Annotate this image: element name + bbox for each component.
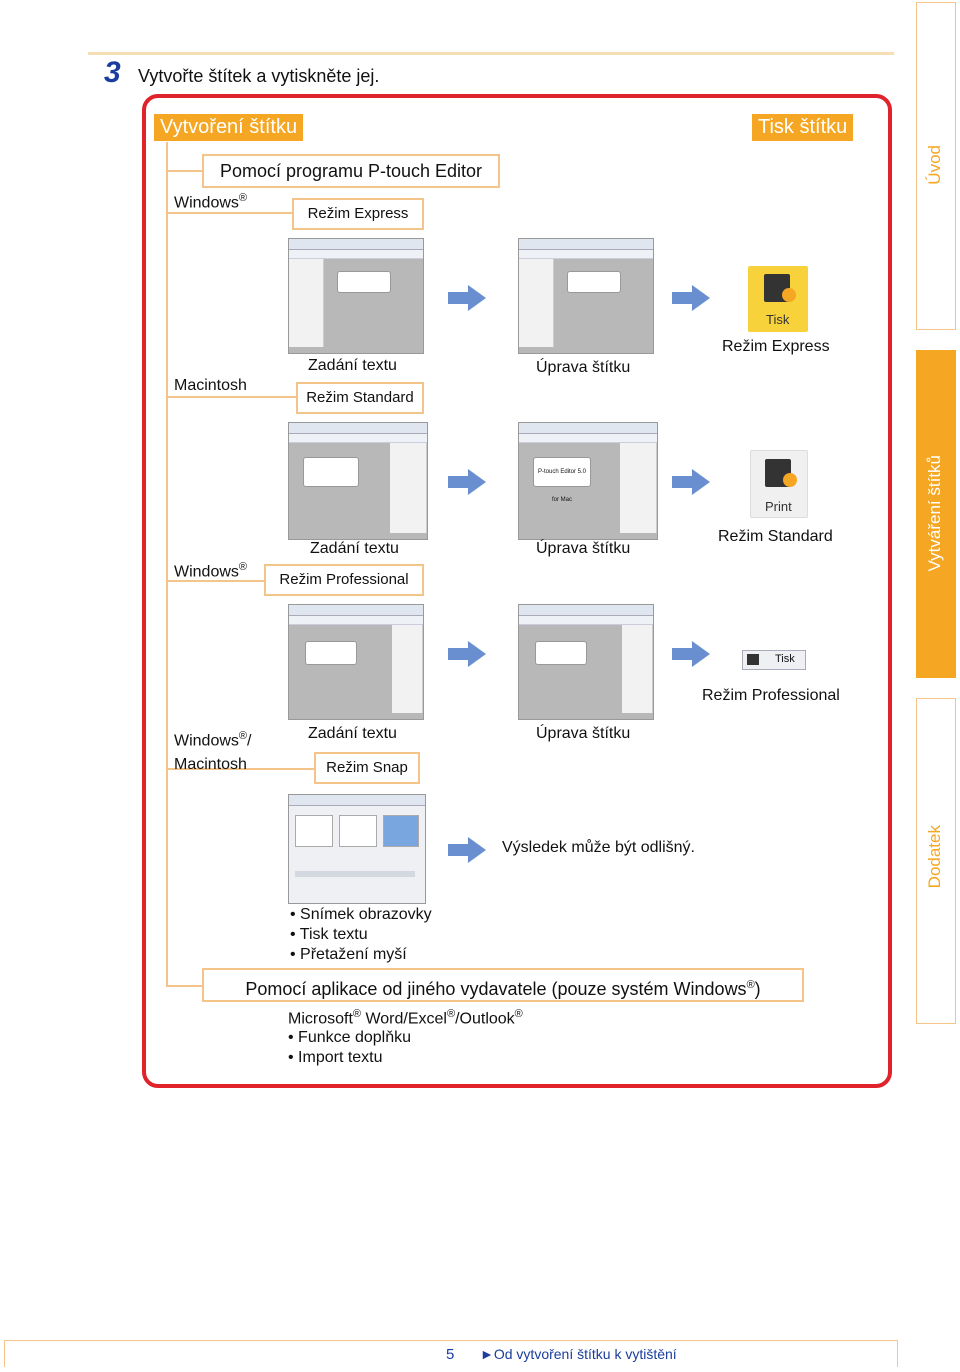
arrow-right-icon <box>692 641 710 667</box>
tree-branch-mac <box>166 396 302 398</box>
tree-line-main <box>166 142 168 987</box>
label-preview-text: P-touch Editor 5.0 for Mac <box>533 457 591 503</box>
mode-standard-box: Režim Standard <box>296 382 424 414</box>
screenshot-express-input <box>288 238 424 354</box>
snap-list-item: • Snímek obrazovky <box>290 906 432 923</box>
print-label: Print <box>765 499 792 514</box>
arrow-right-icon <box>468 285 486 311</box>
arrow-right-icon <box>448 292 468 304</box>
print-print-icon[interactable]: Print <box>750 450 808 518</box>
arrow-right-icon <box>468 641 486 667</box>
step-edit-3: Úprava štítku <box>536 725 631 742</box>
screenshot-standard-edit: P-touch Editor 5.0 for Mac <box>518 422 658 540</box>
tree-branch-thirdparty <box>166 985 202 987</box>
tisk-button[interactable]: Tisk <box>742 650 806 670</box>
os-windows-1: Windows® <box>174 192 248 212</box>
screenshot-snap <box>288 794 426 904</box>
screenshot-professional-edit <box>518 604 654 720</box>
snap-list-item: • Tisk textu <box>290 926 368 943</box>
header-print: Tisk štítku <box>752 114 854 141</box>
tisk-button-label: Tisk <box>775 653 795 665</box>
snap-thumb-2 <box>339 815 377 847</box>
tab-create[interactable]: Vytváření štítků <box>916 350 956 678</box>
step-input-1: Zadání textu <box>308 357 397 374</box>
print-tisk-icon[interactable]: Tisk <box>748 266 808 332</box>
snap-list-item: • Přetažení myší <box>290 946 407 963</box>
tree-branch-editor <box>166 170 202 172</box>
editor-box: Pomocí programu P-touch Editor <box>202 154 500 188</box>
footer-bar <box>4 1340 898 1367</box>
snap-option-bar <box>295 871 415 877</box>
top-rule <box>88 52 894 55</box>
tree-branch-win1 <box>166 212 292 214</box>
arrow-right-icon <box>448 476 468 488</box>
arrow-right-icon <box>468 469 486 495</box>
tree-branch-win2 <box>166 580 264 582</box>
mode-professional-box: Režim Professional <box>264 564 424 596</box>
main-frame <box>142 94 892 1088</box>
step-edit-1: Úprava štítku <box>536 359 631 376</box>
os-macintosh: Macintosh <box>174 377 247 394</box>
arrow-right-icon <box>692 285 710 311</box>
tisk-label: Tisk <box>766 312 790 327</box>
ms-office-line: Microsoft® Word/Excel®/Outlook® <box>288 1008 523 1028</box>
tab-intro-label: Úvod <box>925 145 944 185</box>
arrow-right-icon <box>692 469 710 495</box>
step-input-3: Zadání textu <box>308 725 397 742</box>
page-number: 5 <box>446 1346 455 1363</box>
screenshot-express-edit <box>518 238 654 354</box>
tab-intro[interactable]: Úvod <box>916 2 956 330</box>
arrow-right-icon <box>672 476 692 488</box>
check-icon <box>783 473 797 487</box>
step-number: 3 <box>104 56 121 89</box>
tree-branch-snap <box>166 768 314 770</box>
check-icon <box>782 288 796 302</box>
print-mode-standard: Režim Standard <box>718 528 833 545</box>
ms-list-item: • Import textu <box>288 1049 383 1066</box>
screenshot-standard-input <box>288 422 428 540</box>
os-windows-2: Windows® <box>174 561 248 581</box>
header-create: Vytvoření štítku <box>154 114 304 141</box>
arrow-right-icon <box>448 844 468 856</box>
arrow-right-icon <box>672 292 692 304</box>
print-mode-express: Režim Express <box>722 338 830 355</box>
mode-express-box: Režim Express <box>292 198 424 230</box>
snap-thumb-1 <box>295 815 333 847</box>
snap-thumb-3 <box>383 815 419 847</box>
printer-icon <box>747 654 759 665</box>
tab-create-label: Vytváření štítků <box>925 455 944 572</box>
step-title: Vytvořte štítek a vytiskněte jej. <box>138 66 380 86</box>
arrow-right-icon <box>468 837 486 863</box>
ms-list-item: • Funkce doplňku <box>288 1029 412 1046</box>
tab-appendix-label: Dodatek <box>925 825 944 889</box>
tab-appendix[interactable]: Dodatek <box>916 698 956 1024</box>
footer-link[interactable]: ►Od vytvoření štítku k vytištění <box>480 1346 677 1362</box>
triangle-right-icon: ► <box>480 1346 494 1362</box>
screenshot-professional-input <box>288 604 424 720</box>
os-windows-mac: Windows®/Macintosh <box>174 730 252 774</box>
step-edit-2: Úprava štítku <box>536 540 631 557</box>
arrow-right-icon <box>448 648 468 660</box>
result-note: Výsledek může být odlišný. <box>502 839 695 856</box>
mode-snap-box: Režim Snap <box>314 752 420 784</box>
thirdparty-box: Pomocí aplikace od jiného vydavatele (po… <box>202 968 804 1002</box>
print-mode-professional: Režim Professional <box>702 687 840 704</box>
arrow-right-icon <box>672 648 692 660</box>
step-input-2: Zadání textu <box>310 540 399 557</box>
